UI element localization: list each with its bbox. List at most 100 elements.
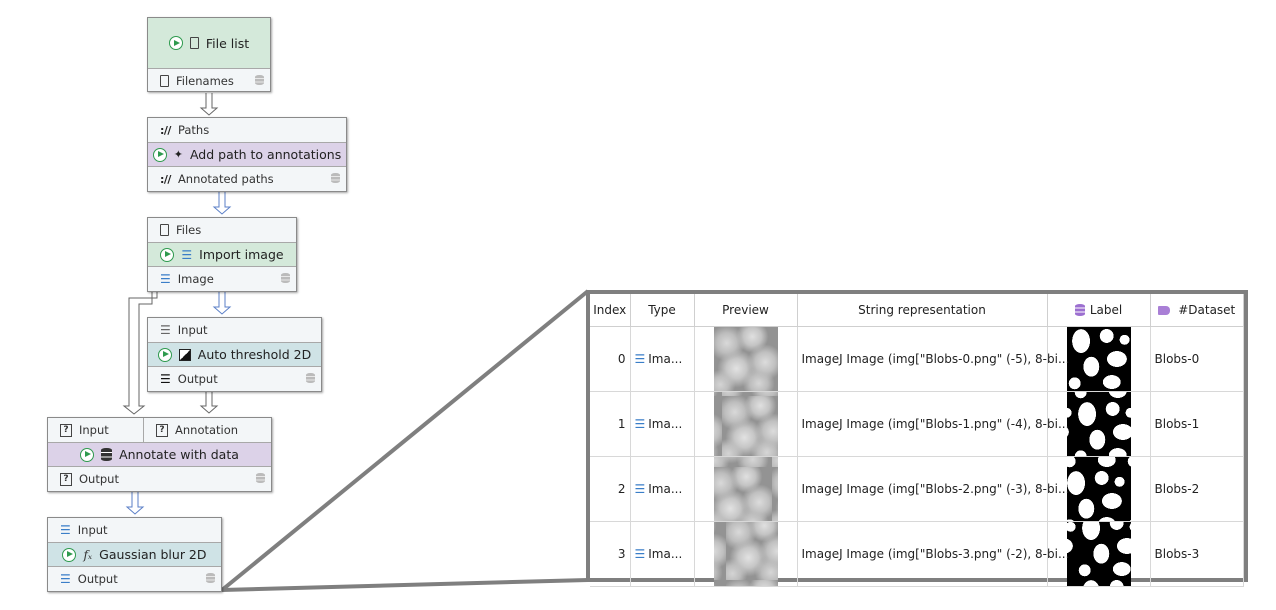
slot-label: Annotated paths (177, 172, 274, 186)
node-title: Import image (199, 247, 284, 262)
path-icon: :// (160, 123, 171, 137)
slot-label: Image (177, 272, 214, 286)
header-type[interactable]: Type (630, 294, 695, 327)
layers-icon: ☰ (634, 547, 646, 561)
input-slot[interactable]: ☰ Input (148, 318, 321, 342)
cell-preview (694, 456, 798, 522)
input-slot[interactable]: ? Input (48, 418, 144, 442)
cell-type-text: Ima... (648, 482, 683, 496)
cell-type: ☰Ima... (630, 391, 695, 457)
edge-threshold-annotate (199, 392, 219, 414)
database-icon (206, 573, 215, 583)
cell-type: ☰Ima... (630, 326, 695, 392)
cell-dataset: Blobs-1 (1150, 391, 1244, 457)
edge-filelist-addpath (199, 93, 219, 116)
slot-label: Files (176, 223, 202, 237)
node-auto-threshold[interactable]: ☰ Input Auto threshold 2D ☰ Output (147, 317, 322, 392)
output-slot[interactable]: ☰ Image (148, 267, 296, 291)
node-import-image[interactable]: Files ☰ Import image ☰ Image (147, 217, 297, 292)
node-file-list[interactable]: File list Filenames (147, 17, 271, 92)
label-thumbnail (1066, 392, 1131, 456)
node-add-path[interactable]: :// Paths ✦ Add path to annotations :// … (147, 117, 347, 192)
layers-icon: ☰ (160, 323, 171, 337)
data-table: Index Type Preview String representation… (590, 294, 1244, 587)
cell-label (1047, 456, 1151, 522)
header-index[interactable]: Index (590, 294, 631, 327)
cell-string: ImageJ Image (img["Blobs-3.png" (-2), 8-… (797, 521, 1069, 587)
input-slots: ? Input ? Annotation (48, 418, 271, 442)
file-icon (160, 75, 169, 87)
table-header-row: Index Type Preview String representation… (590, 294, 1244, 327)
slot-label: Annotation (175, 423, 239, 437)
layers-icon: ☰ (160, 372, 171, 386)
slot-label: Input (79, 423, 109, 437)
play-icon[interactable] (160, 247, 175, 262)
node-title-row: Auto threshold 2D (148, 342, 321, 367)
database-icon (255, 75, 264, 85)
path-icon: :// (160, 172, 171, 186)
header-dataset-text: #Dataset (1178, 303, 1236, 317)
preview-thumbnail (713, 457, 778, 521)
database-icon (256, 473, 265, 483)
input-slot[interactable]: :// Paths (148, 118, 346, 142)
cell-preview (694, 521, 798, 587)
cell-label (1047, 521, 1151, 587)
database-icon (331, 173, 340, 183)
input-slot[interactable]: Files (148, 218, 296, 242)
play-icon[interactable] (152, 147, 167, 162)
label-thumbnail (1066, 457, 1131, 521)
node-annotate-with-data[interactable]: ? Input ? Annotation Annotate with data … (47, 417, 272, 492)
database-icon (281, 273, 290, 283)
input-slot[interactable]: ☰ Input (48, 518, 221, 542)
header-dataset[interactable]: #Dataset (1150, 294, 1244, 327)
output-slot[interactable]: ☰ Output (48, 567, 221, 591)
database-icon (306, 373, 315, 383)
tag-icon (1158, 306, 1171, 315)
node-title-row: Annotate with data (48, 442, 271, 467)
output-slot[interactable]: :// Annotated paths (148, 167, 346, 191)
play-icon[interactable] (62, 547, 77, 562)
table-row[interactable]: 2 ☰Ima... ImageJ Image (img["Blobs-2.png… (590, 456, 1244, 522)
output-slot[interactable]: ? Output (48, 467, 271, 491)
annotation-slot[interactable]: ? Annotation (144, 418, 238, 442)
node-title-row: File list (148, 18, 270, 69)
header-preview[interactable]: Preview (694, 294, 798, 327)
cell-index: 1 (590, 391, 631, 457)
output-slot[interactable]: Filenames (148, 69, 270, 93)
node-gaussian-blur[interactable]: ☰ Input fₓ Gaussian blur 2D ☰ Output (47, 517, 222, 592)
layers-icon: ☰ (60, 523, 71, 537)
node-title-row: fₓ Gaussian blur 2D (48, 542, 221, 567)
play-icon[interactable] (157, 347, 172, 362)
cell-type-text: Ima... (648, 547, 683, 561)
cell-label (1047, 391, 1151, 457)
slot-label: Input (77, 523, 108, 537)
node-title: File list (205, 35, 250, 51)
cell-dataset: Blobs-2 (1150, 456, 1244, 522)
play-icon[interactable] (80, 447, 95, 462)
slot-label: Output (79, 472, 119, 486)
data-table-panel: Index Type Preview String representation… (586, 290, 1248, 587)
file-icon (189, 37, 199, 49)
layers-icon: ☰ (181, 247, 193, 262)
table-row[interactable]: 0 ☰Ima... ImageJ Image (img["Blobs-0.png… (590, 326, 1244, 392)
table-row[interactable]: 1 ☰Ima... ImageJ Image (img["Blobs-1.png… (590, 391, 1244, 457)
cell-preview (694, 326, 798, 392)
play-icon[interactable] (168, 36, 183, 50)
header-label[interactable]: Label (1047, 294, 1151, 327)
node-title: Add path to annotations (189, 147, 342, 162)
node-title: Annotate with data (119, 447, 239, 462)
slot-label: Output (77, 572, 118, 586)
slot-label: Output (177, 372, 218, 386)
wand-icon: ✦ (173, 148, 183, 161)
database-icon (101, 448, 113, 461)
table-row[interactable]: 3 ☰Ima... ImageJ Image (img["Blobs-3.png… (590, 521, 1244, 587)
cell-type-text: Ima... (648, 417, 683, 431)
question-icon: ? (60, 472, 72, 486)
preview-thumbnail (713, 392, 778, 456)
header-label-text: Label (1089, 303, 1123, 317)
function-icon: fₓ (83, 547, 93, 562)
edge-addpath-import (212, 192, 232, 215)
header-string[interactable]: String representation (797, 294, 1048, 327)
node-title-row: ✦ Add path to annotations (148, 142, 346, 167)
output-slot[interactable]: ☰ Output (148, 367, 321, 391)
